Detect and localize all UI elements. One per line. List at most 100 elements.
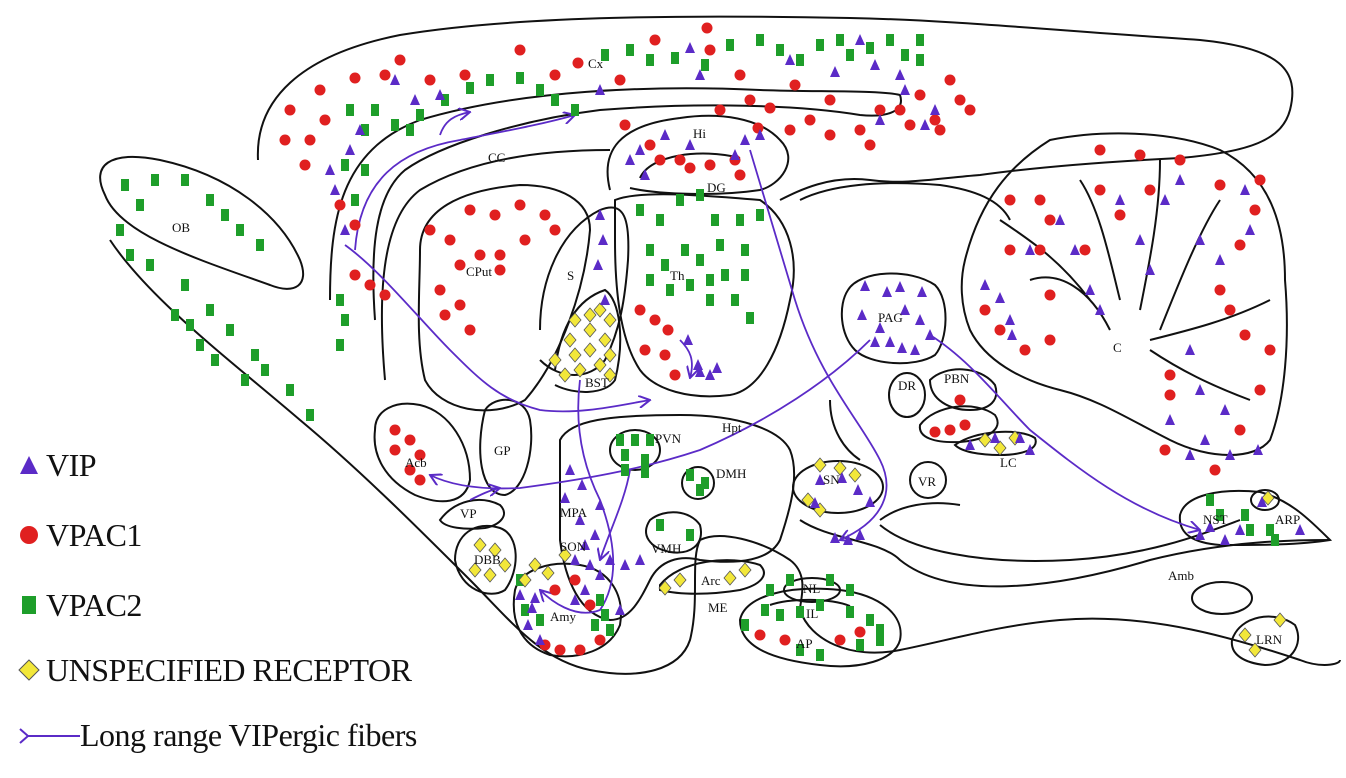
vpac1-marker [639,344,651,356]
vpac1-marker [669,369,681,381]
midbrain-outline [799,182,1011,521]
vip-marker [595,499,605,510]
vpac1-marker [319,114,331,126]
vip-marker [527,602,537,613]
label-nl: NL [803,581,820,596]
vpac1-marker [864,139,876,151]
dbb-outline [453,524,517,595]
vpac1-marker [654,154,666,166]
vip-marker [595,569,605,580]
vpac1-marker [954,94,966,106]
vpac2-marker [696,189,704,201]
vpac1-marker [379,289,391,301]
vpac2-marker [741,269,749,281]
vpac1-marker [744,94,756,106]
thalamus-outline [614,193,795,398]
vpac2-marker [666,284,674,296]
label-hpt: Hpt [722,420,742,435]
unspecified-receptor-marker [1273,612,1287,628]
vip-marker [1195,384,1205,395]
vpac1-marker [1094,144,1106,156]
vpac1-marker [1034,194,1046,206]
vip-marker [535,634,545,645]
vip-marker [1025,244,1035,255]
vpac1-marker [474,249,486,261]
vpac2-marker [206,304,214,316]
vpac2-marker [766,584,774,596]
label-dr: DR [898,378,916,393]
unspecified-receptor-marker [801,492,815,508]
label-vp: VP [460,506,477,521]
unspecified-receptor-marker [528,557,542,573]
vpac2-marker [1266,524,1274,536]
vpac2-marker [251,349,259,361]
vpac1-marker [979,304,991,316]
vpac2-marker [536,614,544,626]
vpac1-marker [754,629,766,641]
vpac1-marker [1004,194,1016,206]
vip-marker [355,124,365,135]
vip-marker [740,134,750,145]
legend-label: VPAC2 [46,586,142,623]
vpac2-marker [646,244,654,256]
vip-marker [930,104,940,115]
vpac2-marker [256,239,264,251]
vip-marker [600,294,610,305]
vip-marker [580,539,590,550]
vpac2-marker [646,274,654,286]
vpac1-marker [684,162,696,174]
vip-marker [560,492,570,503]
vpac2-marker [776,609,784,621]
label-dg: DG [707,180,726,195]
vpac1-marker [379,69,391,81]
vip-marker [917,286,927,297]
vip-marker [570,594,580,605]
vpac1-marker [704,44,716,56]
vpac1-marker [854,626,866,638]
vpac1-marker [954,394,966,406]
septum-outline [539,206,630,376]
cput-outline [417,183,592,412]
vpac1-marker [944,74,956,86]
unspecified-receptor-marker [658,580,672,596]
vip-marker [1235,524,1245,535]
vpac2-marker [886,34,894,46]
vpac1-marker [874,104,886,116]
vip-marker [705,369,715,380]
vpac2-marker [1246,524,1254,536]
vpac2-marker [196,339,204,351]
vipergic-fibers [344,112,1200,614]
vpac2-marker [916,34,924,46]
vpac1-marker [424,74,436,86]
vip-marker [635,144,645,155]
pituitary-outline [738,587,902,668]
vip-marker [865,496,875,507]
vpac2-marker [866,42,874,54]
vip-marker [523,619,533,630]
vpac2-marker [796,54,804,66]
vpac2-marker [336,294,344,306]
vpac1-marker [549,69,561,81]
label-acb: Acb [405,455,427,470]
vpac1-marker [734,69,746,81]
label-sn: SN [823,472,840,487]
circle-icon [12,518,46,552]
vpac2-marker [341,159,349,171]
vpac2-marker [796,606,804,618]
vip-marker [635,554,645,565]
vpac2-marker [601,49,609,61]
vpac1-marker [714,104,726,116]
unspecified-receptor-marker [568,347,582,363]
vpac1-marker [304,134,316,146]
vip-marker [1195,529,1205,540]
vip-marker [1185,449,1195,460]
diamond-icon [12,653,46,687]
unspecified-receptor-marker [1248,642,1262,658]
vpac1-marker [1164,389,1176,401]
vpac1-marker [784,124,796,136]
vpac2-marker [846,584,854,596]
label-pvn: PVN [655,431,682,446]
label-nst: NST [1203,512,1228,527]
vpac1-marker [1234,239,1246,251]
vip-marker [810,497,820,508]
